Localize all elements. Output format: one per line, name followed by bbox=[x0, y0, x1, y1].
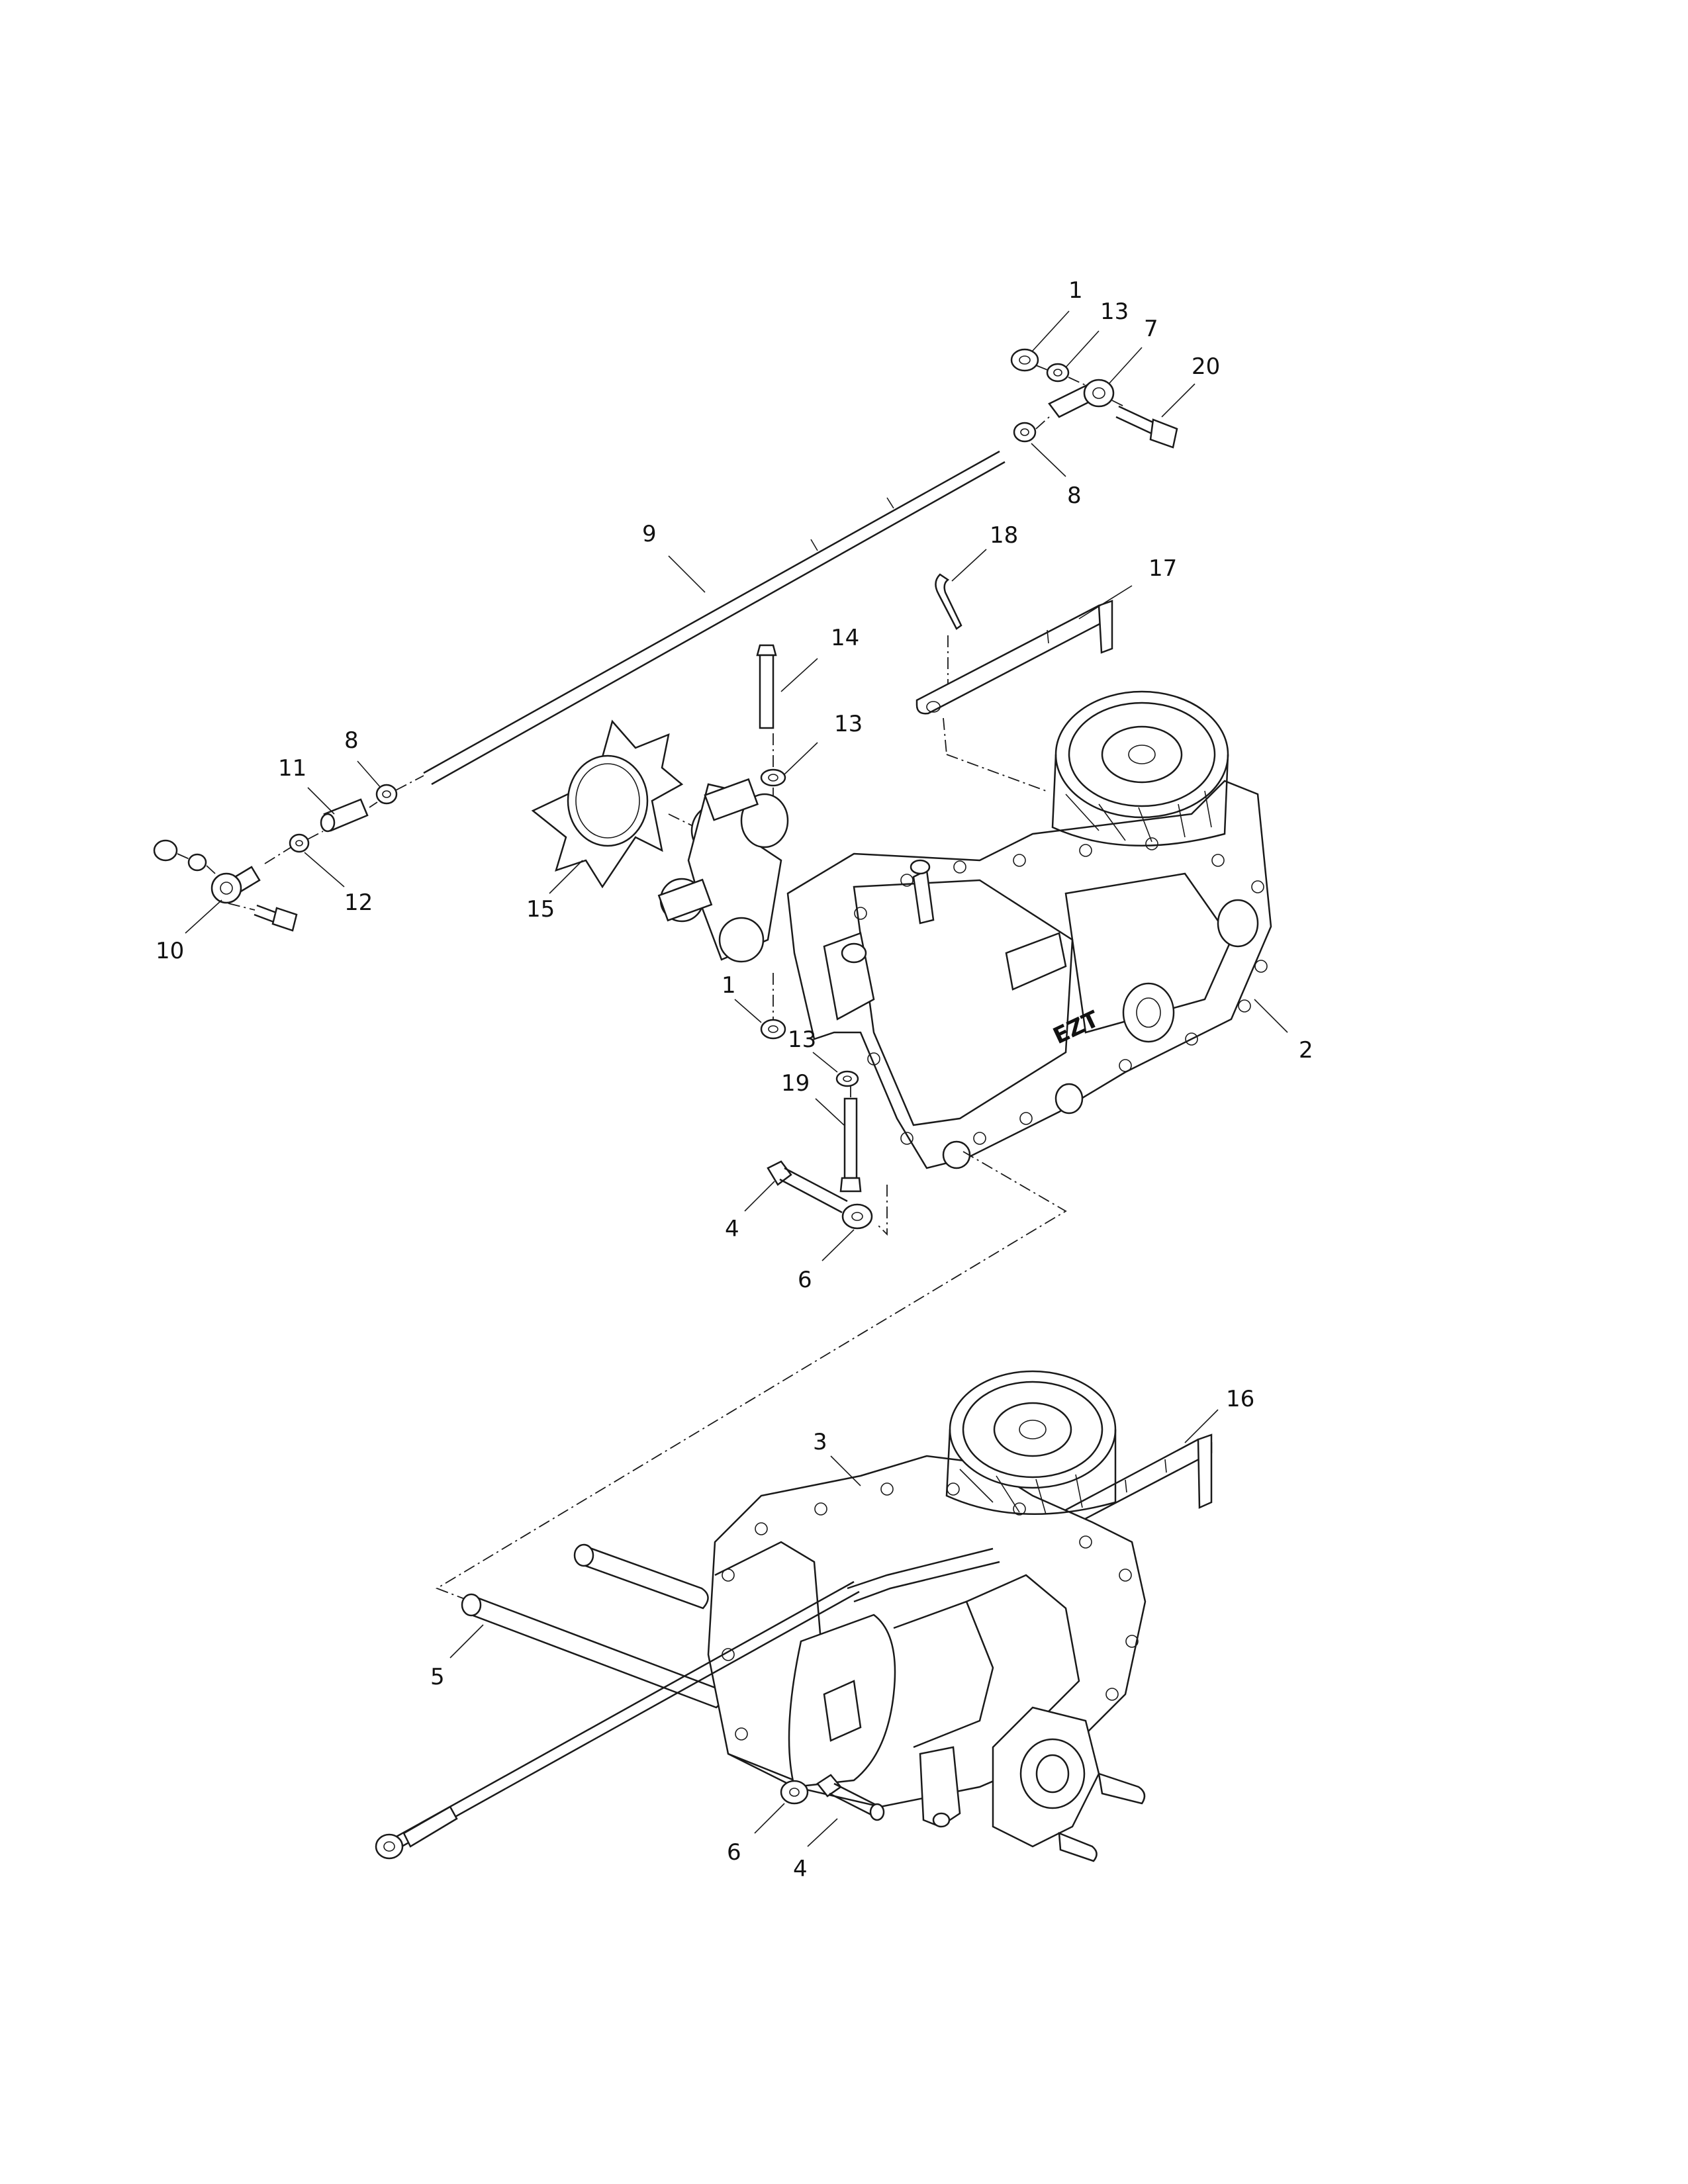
bolt-washer-lower bbox=[780, 1774, 885, 1821]
callout-2: 2 bbox=[1299, 1037, 1313, 1064]
callout-1-top: 1 bbox=[1068, 277, 1083, 304]
callout-1-mid: 1 bbox=[722, 972, 736, 999]
bracket-part-17 bbox=[915, 600, 1113, 715]
left-linkage-hardware bbox=[153, 775, 424, 932]
cotter-pin-part-18 bbox=[935, 573, 962, 688]
callout-9: 9 bbox=[642, 521, 657, 547]
callout-13-top: 13 bbox=[1100, 298, 1129, 325]
drive-flange-hub bbox=[657, 778, 789, 963]
callout-14: 14 bbox=[831, 625, 859, 651]
callout-13-mid: 13 bbox=[834, 711, 863, 737]
callout-3: 3 bbox=[813, 1429, 827, 1455]
callout-10: 10 bbox=[156, 938, 184, 964]
transaxle-housing-part-3 bbox=[375, 1370, 1147, 1862]
transaxle-housing-part-2: EZT bbox=[786, 690, 1272, 1169]
callout-5: 5 bbox=[430, 1664, 445, 1690]
callout-4-lower: 4 bbox=[793, 1856, 808, 1882]
bolt-washer-upper bbox=[435, 1151, 1067, 1695]
control-rod-part-9 bbox=[423, 450, 1006, 786]
callout-13-lower: 13 bbox=[788, 1026, 816, 1053]
callout-12: 12 bbox=[344, 889, 373, 916]
callout-6-upper: 6 bbox=[798, 1267, 812, 1293]
bolt-part-14 bbox=[756, 644, 777, 729]
callout-20: 20 bbox=[1192, 353, 1220, 380]
callout-labels: 1 13 7 20 8 9 18 17 14 13 8 11 12 10 15 … bbox=[156, 277, 1313, 1882]
callout-18: 18 bbox=[990, 522, 1018, 549]
callout-11: 11 bbox=[278, 755, 306, 782]
tube-part-5 bbox=[461, 1543, 723, 1709]
top-right-hardware bbox=[1010, 348, 1178, 449]
callout-7: 7 bbox=[1144, 316, 1158, 342]
callout-4-upper: 4 bbox=[725, 1216, 739, 1242]
callout-19: 19 bbox=[781, 1070, 810, 1097]
washer-part-13-mid bbox=[760, 733, 786, 814]
gasket-part-15 bbox=[531, 719, 712, 889]
callout-8-left: 8 bbox=[344, 727, 359, 754]
callout-leaders bbox=[185, 310, 1288, 1847]
callout-8-top: 8 bbox=[1067, 482, 1082, 509]
callout-6-lower: 6 bbox=[727, 1839, 741, 1866]
callout-15: 15 bbox=[526, 896, 555, 923]
callout-17: 17 bbox=[1149, 555, 1177, 582]
lower-bolt-stack bbox=[760, 973, 862, 1193]
callout-16: 16 bbox=[1226, 1386, 1254, 1412]
